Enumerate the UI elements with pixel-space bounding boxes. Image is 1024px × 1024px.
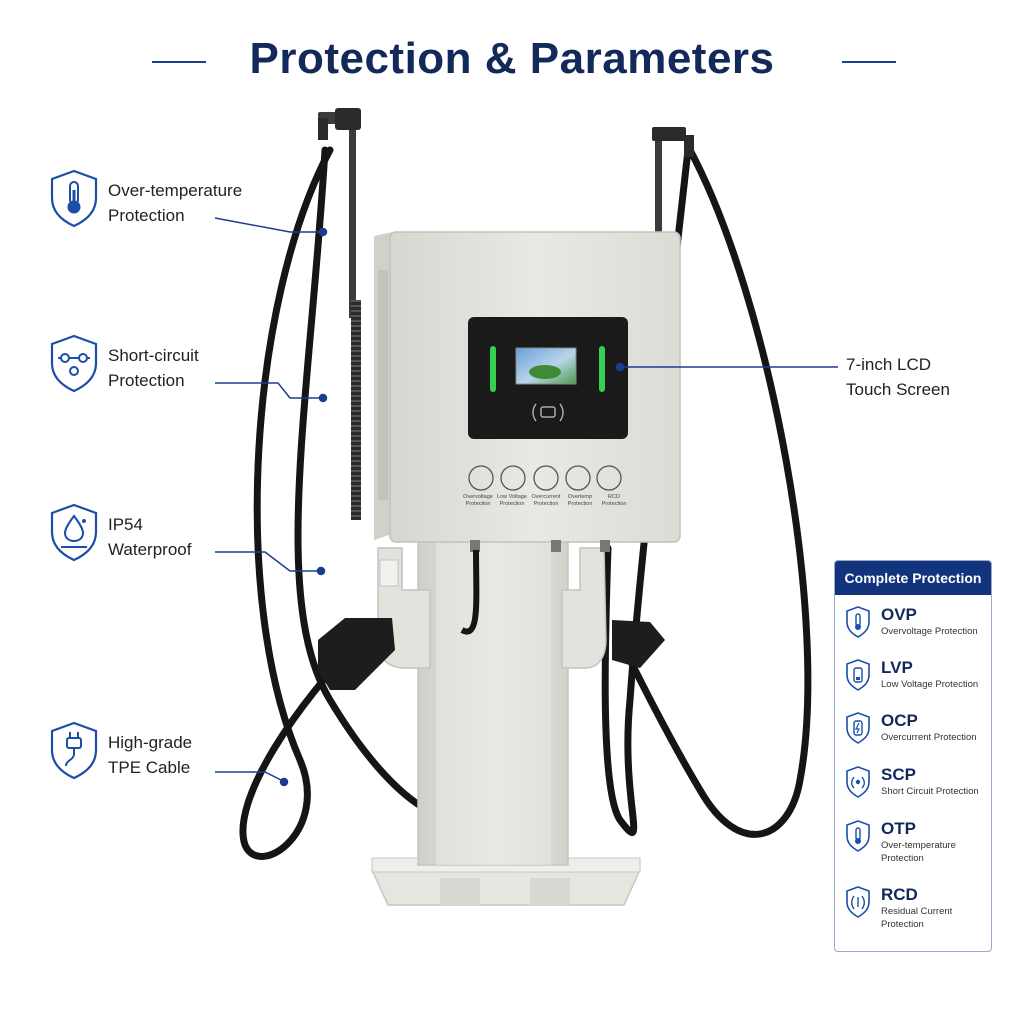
protection-desc: Overcurrent Protection	[881, 732, 977, 743]
protection-desc: Overvoltage Protection	[881, 626, 978, 637]
protection-item-scp: SCP Short Circuit Protection	[845, 765, 979, 799]
feature-title: Over-temperature	[108, 181, 243, 200]
protection-desc: Low Voltage Protection	[881, 679, 979, 690]
lcd-callout: 7-inch LCD Touch Screen	[846, 352, 950, 402]
feature-title: Short-circuit	[108, 346, 199, 365]
water-drop-shield-icon	[50, 503, 98, 562]
thermometer-shield-icon	[50, 169, 98, 228]
protection-desc-2: Protection	[881, 919, 924, 930]
protection-code: OTP	[881, 819, 916, 838]
page-title: Protection & Parameters	[249, 34, 775, 83]
circuit-shield-icon	[846, 766, 870, 798]
protection-item-ocp: OCP Overcurrent Protection	[845, 711, 977, 745]
plug-cable-shield-icon	[50, 721, 98, 780]
feature-subtitle: Waterproof	[108, 540, 192, 559]
title-row: Protection & Parameters	[0, 28, 1024, 92]
battery-low-shield-icon	[846, 659, 870, 691]
protection-code: OCP	[881, 711, 918, 730]
circuit-shield-icon	[50, 334, 98, 393]
title-rule-left	[152, 61, 206, 63]
protection-code: RCD	[881, 885, 918, 904]
feature-title: IP54	[108, 515, 143, 534]
protection-desc: Over-temperature	[881, 840, 956, 851]
protection-desc: Residual Current	[881, 906, 953, 917]
feature-title: High-grade	[108, 733, 193, 752]
protection-item-lvp: LVP Low Voltage Protection	[845, 658, 978, 692]
lcd-callout-line2: Touch Screen	[846, 380, 950, 399]
current-shield-icon	[846, 886, 870, 918]
battery-shield-icon	[846, 712, 870, 744]
feature-subtitle: TPE Cable	[108, 758, 191, 777]
protection-item-ovp: OVP Overvoltage Protection	[845, 605, 978, 639]
thermometer-shield-icon	[846, 606, 870, 638]
panel-header: Complete Protection	[835, 561, 991, 595]
feature-subtitle: Protection	[108, 206, 185, 225]
protection-desc-2: Protection	[881, 853, 924, 864]
lcd-callout-line1: 7-inch LCD	[846, 355, 932, 374]
title-rule-right	[842, 61, 896, 63]
feature-subtitle: Protection	[108, 371, 185, 390]
protection-code: LVP	[881, 658, 913, 677]
protection-desc: Short Circuit Protection	[881, 786, 979, 797]
protection-code: SCP	[881, 765, 916, 784]
thermometer-shield-icon	[846, 820, 870, 852]
protection-code: OVP	[881, 605, 917, 624]
complete-protection-panel: Complete Protection OVP Overvoltage Prote…	[834, 560, 992, 952]
